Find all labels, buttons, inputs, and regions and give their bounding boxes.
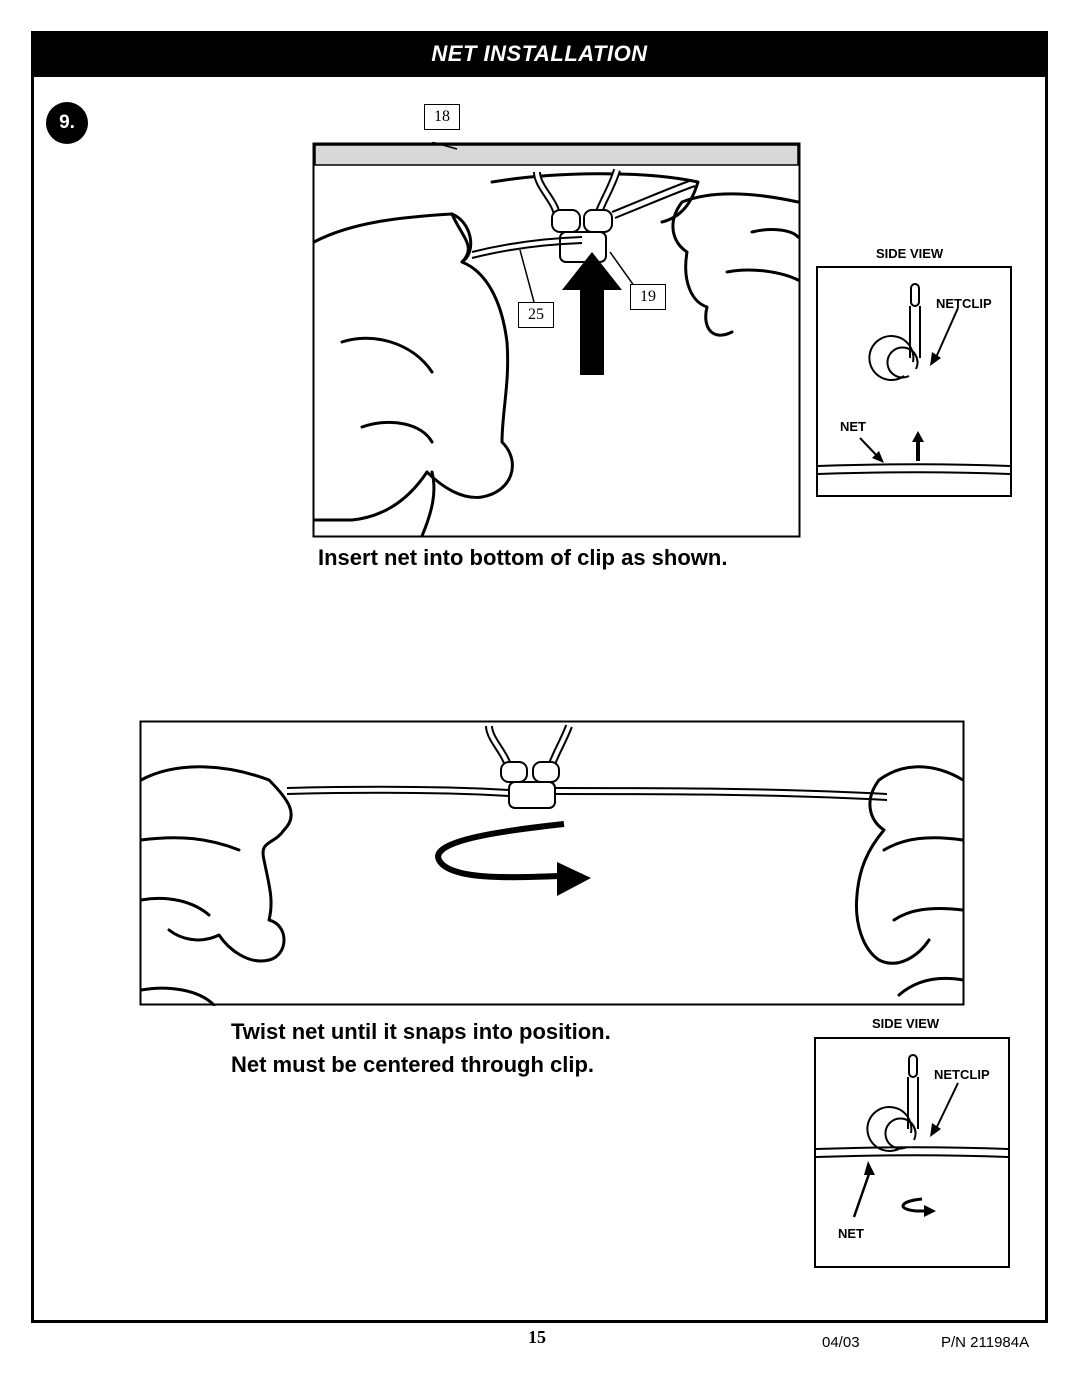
page-number: 15: [528, 1327, 546, 1347]
side-view-2-diagram: [814, 1037, 1010, 1268]
part-callout-25: 25: [518, 302, 554, 328]
section-title: NET INSTALLATION: [431, 41, 648, 66]
part-number: P/N 211984A: [941, 1334, 1030, 1351]
side-view-1-net-label: NET: [840, 419, 866, 434]
figure-2-caption-line-1: Twist net until it snaps into position.: [231, 1019, 611, 1044]
step-number-badge: 9.: [46, 102, 88, 144]
part-callout-18: 18: [424, 104, 460, 130]
side-view-2-netclip-label: NETCLIP: [934, 1067, 990, 1082]
figure-1-illustration: [312, 142, 801, 538]
part-callout-19: 19: [630, 284, 666, 310]
figure-2-caption-line-2: Net must be centered through clip.: [231, 1052, 595, 1077]
side-view-1-netclip-label: NETCLIP: [936, 296, 992, 311]
side-view-1-diagram: [816, 266, 1012, 497]
side-view-2-title: SIDE VIEW: [872, 1016, 940, 1031]
figure-2-illustration: [139, 720, 965, 1006]
side-view-2-net-label: NET: [838, 1226, 864, 1241]
revision-date: 04/03: [822, 1334, 860, 1351]
section-header: NET INSTALLATION: [31, 31, 1048, 77]
figure-1-caption: Insert net into bottom of clip as shown.: [318, 545, 728, 570]
side-view-1-title: SIDE VIEW: [876, 246, 944, 261]
